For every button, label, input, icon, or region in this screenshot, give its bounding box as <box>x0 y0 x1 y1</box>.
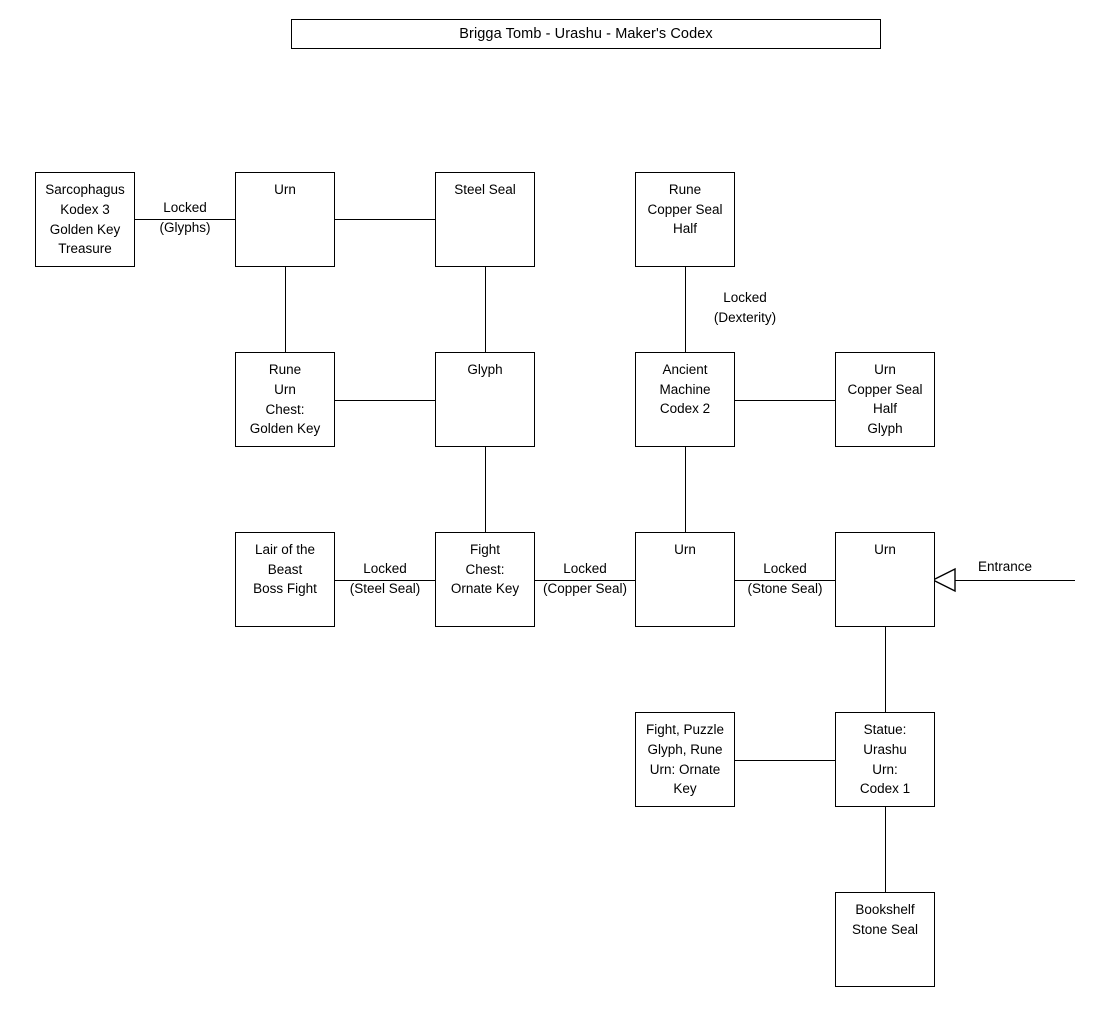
node-bookshelf-stone-seal[interactable]: Bookshelf Stone Seal <box>835 892 935 987</box>
edge-steelseal-glyph <box>485 266 486 352</box>
edge-urn-runeurnchest <box>285 266 286 352</box>
edge-label-entrance: Entrance <box>977 559 1033 574</box>
edge-urnmid-urnentrance <box>735 580 835 581</box>
node-fight-puzzle-glyph-rune-label: Fight, Puzzle Glyph, Rune Urn: Ornate Ke… <box>645 722 725 797</box>
edge-label-locked-steel-seal: Locked (Steel Seal) <box>349 561 421 596</box>
node-rune-copper-seal-half[interactable]: Rune Copper Seal Half <box>635 172 735 267</box>
edge-lair-fightchest <box>335 580 435 581</box>
node-urn-copper-seal-half-glyph-label: Urn Copper Seal Half Glyph <box>847 362 923 436</box>
node-steel-seal[interactable]: Steel Seal <box>435 172 535 267</box>
diagram-title-box: Brigga Tomb - Urashu - Maker's Codex <box>291 19 881 49</box>
edge-fightpuzzle-statue <box>735 760 835 761</box>
node-urn-entrance[interactable]: Urn <box>835 532 935 627</box>
node-urn-mid-bottom-label: Urn <box>674 542 696 557</box>
node-bookshelf-stone-seal-label: Bookshelf Stone Seal <box>851 902 919 937</box>
node-lair-of-the-beast[interactable]: Lair of the Beast Boss Fight <box>235 532 335 627</box>
node-lair-of-the-beast-label: Lair of the Beast Boss Fight <box>253 542 317 597</box>
node-urn-mid-bottom[interactable]: Urn <box>635 532 735 627</box>
node-glyph[interactable]: Glyph <box>435 352 535 447</box>
edge-entrance-line <box>935 580 1075 581</box>
edge-label-locked-dexterity: Locked (Dexterity) <box>713 290 777 325</box>
edge-runeurnchest-glyph <box>335 400 435 401</box>
edge-ancientmachine-urnmid <box>685 447 686 532</box>
node-rune-copper-seal-half-label: Rune Copper Seal Half <box>647 182 723 237</box>
node-statue-urashu-label: Statue: Urashu Urn: Codex 1 <box>859 722 911 797</box>
edge-fightchest-urnmid <box>535 580 635 581</box>
node-urn-top-left[interactable]: Urn <box>235 172 335 267</box>
edge-urnentrance-statue <box>885 627 886 712</box>
node-steel-seal-label: Steel Seal <box>454 182 516 197</box>
node-fight-chest-ornate-key-label: Fight Chest: Ornate Key <box>450 542 520 597</box>
edge-runecopper-ancientmachine <box>685 266 686 352</box>
edge-ancientmachine-urncopper <box>735 400 835 401</box>
node-rune-urn-chest[interactable]: Rune Urn Chest: Golden Key <box>235 352 335 447</box>
node-glyph-label: Glyph <box>467 362 503 377</box>
node-urn-copper-seal-half-glyph[interactable]: Urn Copper Seal Half Glyph <box>835 352 935 447</box>
node-urn-entrance-label: Urn <box>874 542 896 557</box>
node-fight-chest-ornate-key[interactable]: Fight Chest: Ornate Key <box>435 532 535 627</box>
node-ancient-machine[interactable]: Ancient Machine Codex 2 <box>635 352 735 447</box>
edge-label-locked-glyphs: Locked (Glyphs) <box>159 200 211 235</box>
node-sarcophagus[interactable]: Sarcophagus Kodex 3 Golden Key Treasure <box>35 172 135 267</box>
edge-statue-bookshelf <box>885 807 886 892</box>
edge-sarcophagus-urn <box>135 219 235 220</box>
node-sarcophagus-label: Sarcophagus Kodex 3 Golden Key Treasure <box>45 182 125 257</box>
node-urn-top-left-label: Urn <box>274 182 296 197</box>
node-ancient-machine-label: Ancient Machine Codex 2 <box>659 362 711 417</box>
edge-label-locked-stone-seal: Locked (Stone Seal) <box>747 561 823 596</box>
node-rune-urn-chest-label: Rune Urn Chest: Golden Key <box>249 362 321 437</box>
edge-label-locked-copper-seal: Locked (Copper Seal) <box>542 561 628 596</box>
edge-glyph-fightchest <box>485 447 486 532</box>
entrance-arrowhead-icon <box>931 567 956 593</box>
node-statue-urashu[interactable]: Statue: Urashu Urn: Codex 1 <box>835 712 935 807</box>
node-fight-puzzle-glyph-rune[interactable]: Fight, Puzzle Glyph, Rune Urn: Ornate Ke… <box>635 712 735 807</box>
diagram-title-text: Brigga Tomb - Urashu - Maker's Codex <box>459 26 713 42</box>
edge-urn-steelseal <box>335 219 435 220</box>
